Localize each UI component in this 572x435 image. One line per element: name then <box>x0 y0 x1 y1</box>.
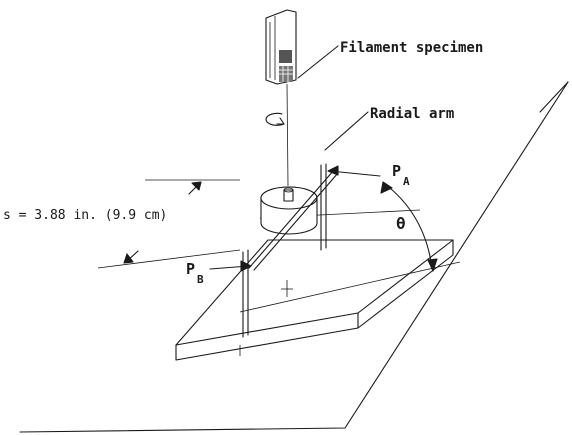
floor-plane <box>19 81 569 433</box>
theta-label: θ <box>396 214 406 233</box>
pb-subscript: B <box>197 273 204 286</box>
filament-leader <box>297 45 339 79</box>
radial-arm <box>248 169 339 271</box>
pa-label: P <box>392 162 401 180</box>
radial-arm-label: Radial arm <box>370 106 454 122</box>
dimension-arrows <box>123 181 202 264</box>
post-a <box>320 163 327 251</box>
filament-specimen-label: Filament specimen <box>340 40 483 56</box>
pb-label: P <box>186 260 195 278</box>
base-plate <box>175 239 454 361</box>
rotation-arrow-icon <box>265 112 285 126</box>
rotor-cylinder <box>260 186 318 235</box>
pa-subscript: A <box>403 175 410 188</box>
s-dimension-label: s = 3.88 in. (9.9 cm) <box>3 208 167 223</box>
filament-line <box>286 83 289 187</box>
angle-arc <box>380 181 438 272</box>
filament-clamp <box>265 9 297 85</box>
radial-arm-leader <box>324 111 369 151</box>
force-arrow-a <box>327 165 381 177</box>
force-arrow-b <box>209 260 252 272</box>
